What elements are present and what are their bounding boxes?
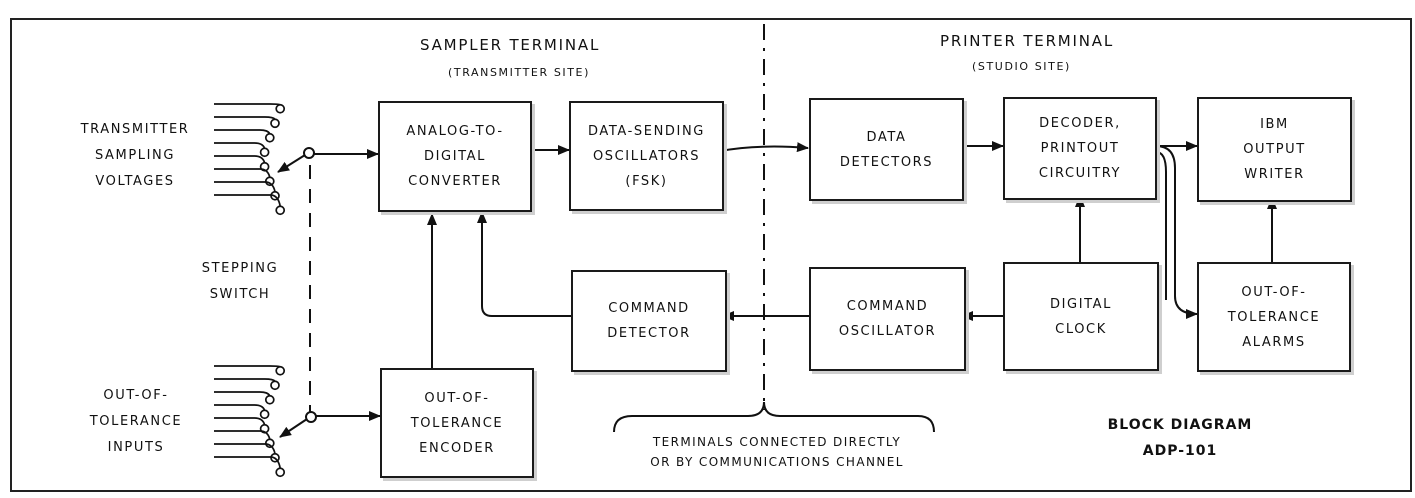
- bottom-switch-contact-line: [214, 391, 271, 397]
- sampler-terminal-title: SAMPLER TERMINAL: [420, 36, 601, 54]
- data-detectors-block: DATA DETECTORS: [809, 98, 964, 201]
- bottom-switch-contact-terminal: [275, 467, 286, 478]
- top-switch-contact-line: [214, 116, 276, 120]
- stepping-switch-bottom-contacts: [214, 365, 286, 478]
- stepping-switch-bottom-wiper: [279, 418, 308, 438]
- bottom-switch-contact-line: [214, 417, 266, 426]
- out-of-tolerance-alarms-block: OUT-OF- TOLERANCE ALARMS: [1197, 262, 1351, 372]
- stepping-switch-top-contacts: [214, 103, 286, 216]
- diagram-frame: [10, 18, 1412, 492]
- stepping-switch-bottom-pivot: [305, 411, 317, 423]
- out-of-tolerance-encoder-block: OUT-OF- TOLERANCE ENCODER: [380, 368, 534, 478]
- transmitter-sampling-voltages-label: TRANSMITTER SAMPLING VOLTAGES: [80, 122, 190, 189]
- top-switch-contact-line: [214, 194, 282, 207]
- command-detector-block: COMMAND DETECTOR: [571, 270, 727, 372]
- stepping-switch-label: STEPPING SWITCH: [201, 261, 279, 302]
- top-switch-contact-terminal: [275, 205, 286, 216]
- command-oscillator-block: COMMAND OSCILLATOR: [809, 267, 966, 371]
- ibm-output-writer-block: IBM OUTPUT WRITER: [1197, 97, 1352, 202]
- top-switch-contact-line: [214, 103, 281, 106]
- bottom-switch-contact-line: [214, 404, 266, 411]
- stepping-switch-top-pivot: [303, 147, 315, 159]
- channel-brace: [613, 401, 935, 433]
- top-switch-contact-terminal: [270, 118, 280, 129]
- sampler-terminal-subtitle: (TRANSMITTER SITE): [448, 66, 591, 79]
- bottom-switch-contact-terminal: [259, 409, 270, 420]
- wire-command-detector-to-converter: [477, 211, 571, 317]
- top-switch-contact-terminal: [275, 103, 286, 114]
- top-switch-contact-line: [214, 181, 276, 192]
- bottom-switch-contact-line: [214, 456, 282, 469]
- top-switch-contact-line: [214, 155, 266, 164]
- bottom-switch-contact-terminal: [275, 365, 286, 376]
- block-diagram-caption: BLOCK DIAGRAM ADP-101: [1107, 417, 1253, 459]
- data-sending-oscillators-block: DATA-SENDING OSCILLATORS (FSK): [569, 101, 724, 211]
- analog-to-digital-converter-block: ANALOG-TO- DIGITAL CONVERTER: [378, 101, 532, 212]
- bottom-switch-contact-line: [214, 430, 271, 440]
- printer-terminal-title: PRINTER TERMINAL: [940, 32, 1115, 50]
- top-switch-contact-line: [214, 142, 266, 149]
- wire-decoder-to-alarms-secondary: [1155, 151, 1167, 300]
- top-switch-contact-line: [214, 168, 271, 178]
- top-switch-contact-terminal: [259, 147, 270, 158]
- wire-oscillators-to-data-detectors: [719, 142, 809, 153]
- bottom-switch-contact-line: [214, 378, 276, 382]
- bottom-switch-contact-terminal: [264, 394, 275, 405]
- wire-decoder-to-alarms: [1155, 145, 1198, 319]
- top-switch-contact-line: [214, 129, 271, 135]
- stepping-switch-top-wiper: [277, 154, 306, 173]
- bottom-switch-contact-line: [214, 443, 276, 454]
- decoder-printout-circuitry-block: DECODER, PRINTOUT CIRCUITRY: [1003, 97, 1157, 200]
- bottom-switch-contact-terminal: [270, 380, 280, 391]
- printer-terminal-subtitle: (STUDIO SITE): [972, 60, 1071, 73]
- top-switch-contact-terminal: [264, 132, 275, 143]
- bottom-switch-contact-line: [214, 365, 281, 368]
- out-of-tolerance-inputs-label: OUT-OF- TOLERANCE INPUTS: [89, 388, 183, 455]
- terminals-connected-note: TERMINALS CONNECTED DIRECTLY OR BY COMMU…: [650, 435, 904, 469]
- digital-clock-block: DIGITAL CLOCK: [1003, 262, 1159, 371]
